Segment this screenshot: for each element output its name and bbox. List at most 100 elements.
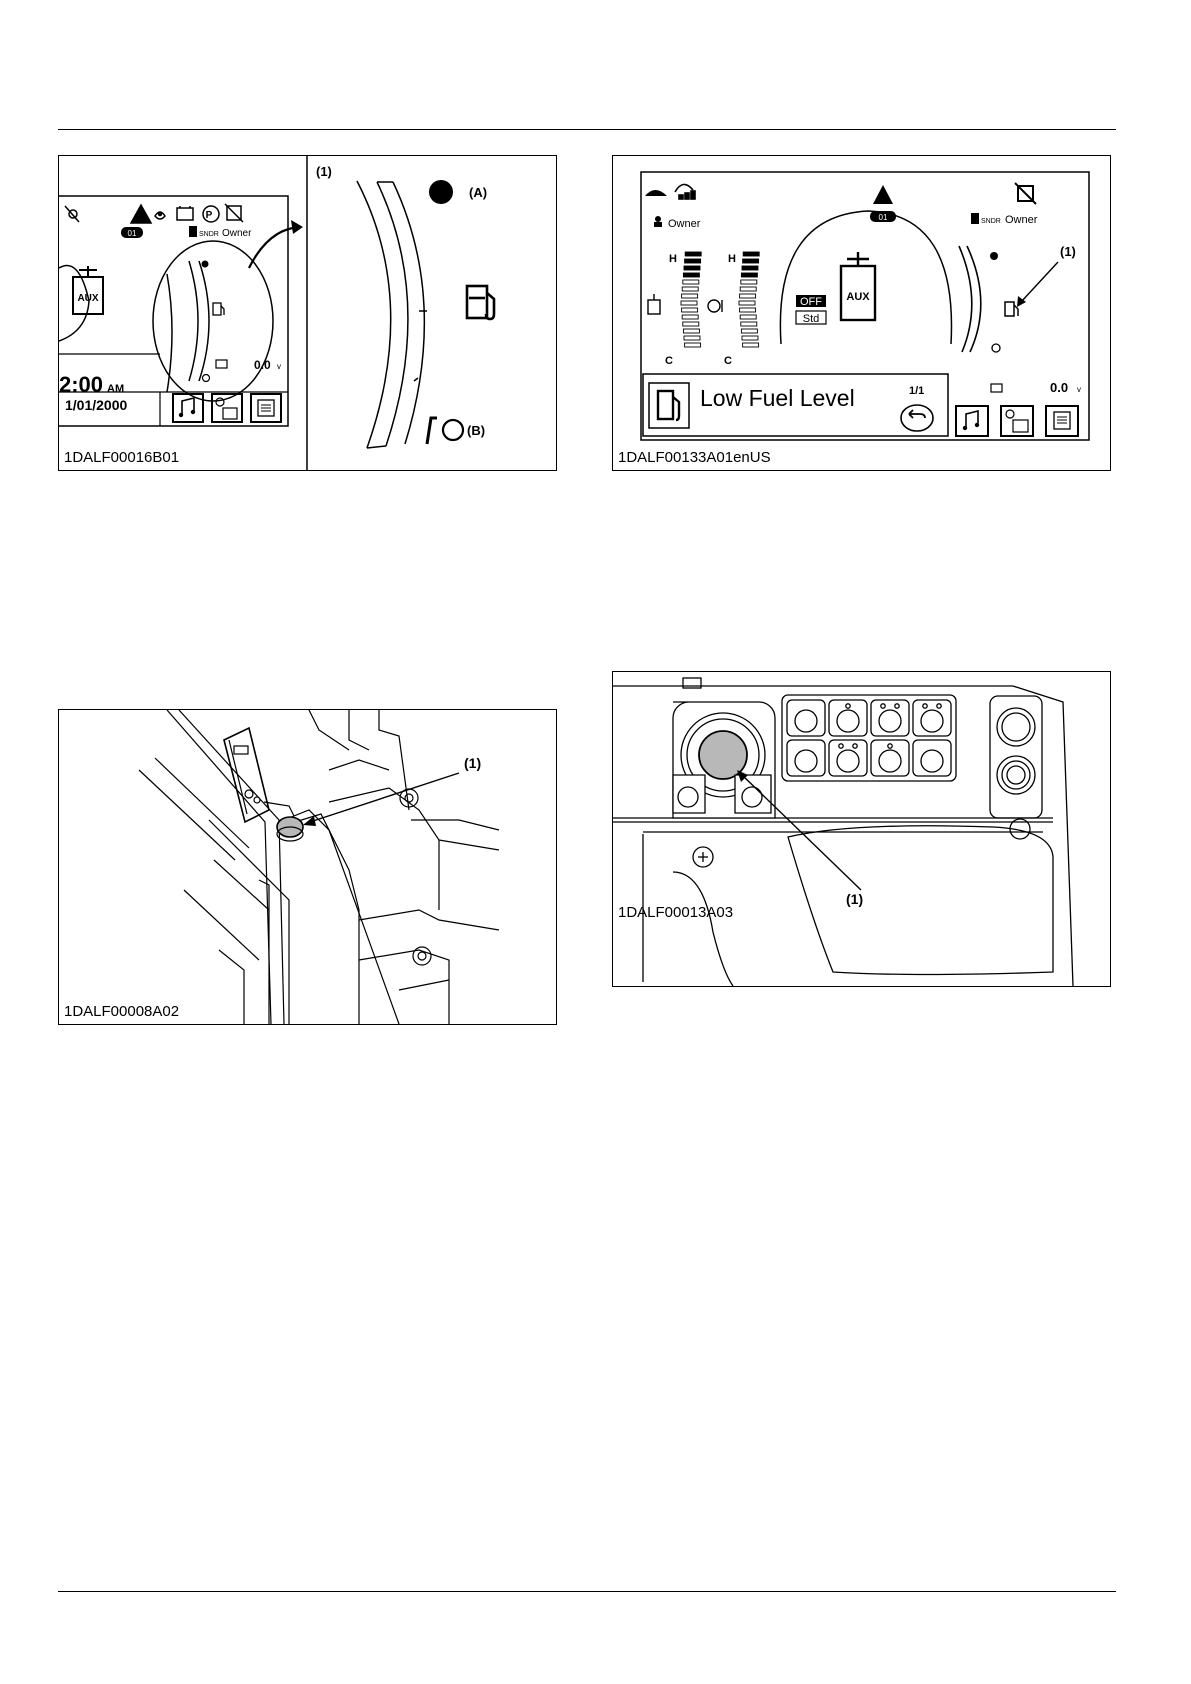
gauge-segment	[681, 301, 697, 305]
no-connection-icon	[65, 206, 79, 222]
sndr-label: SNDR	[981, 218, 1001, 225]
gauge-segment	[740, 287, 756, 291]
aux-label: AUX	[846, 291, 870, 303]
switch-button[interactable]	[871, 740, 909, 776]
svg-text:P: P	[206, 210, 213, 221]
figure-4-illustration: (1)	[613, 672, 1110, 986]
figure-4-caption: 1DALF00013A03	[618, 904, 733, 921]
svg-text:2:00: 2:00	[59, 372, 103, 397]
battery-icon-bottom	[991, 384, 1002, 392]
hydraulic-gauge-h: H	[669, 253, 677, 265]
off-label: OFF	[800, 296, 822, 308]
gauge-segment	[682, 315, 698, 319]
fuel-pump-icon-small	[213, 303, 224, 315]
gauge-segment	[741, 273, 757, 277]
menu-button[interactable]	[1046, 406, 1078, 436]
gauge-segment	[682, 308, 698, 312]
display-off-icon	[225, 204, 243, 222]
warning-code: 01	[879, 213, 888, 222]
switch-button[interactable]	[829, 700, 867, 736]
gauge-segment	[739, 301, 755, 305]
owner-left: Owner	[668, 218, 701, 230]
gauge-segment	[684, 336, 700, 340]
sndr-label: SNDR	[199, 231, 219, 238]
music-button[interactable]	[956, 406, 988, 436]
figure-control-panel-dial: (1) 1DALF00013A03	[612, 671, 1111, 987]
gauge-segment	[743, 343, 759, 347]
fuel-pump-message-icon	[649, 383, 689, 428]
display-off-icon	[1015, 183, 1036, 204]
gauge-segment	[741, 329, 757, 333]
meter-switch-button[interactable]	[1001, 406, 1033, 436]
coolant-gauge-c: C	[724, 355, 732, 367]
coolant-gauge-h: H	[728, 253, 736, 265]
document-icon	[189, 226, 197, 237]
gauge-segment	[740, 308, 756, 312]
figure-2-caption: 1DALF00133A01enUS	[618, 449, 771, 466]
gauge-segment	[742, 336, 758, 340]
figure-1-illustration: P 01 SNDR Owner AUX 2:00	[59, 156, 556, 470]
full-indicator	[429, 180, 453, 204]
switch-button[interactable]	[913, 700, 951, 736]
gauge-segment	[742, 266, 758, 270]
gauge-segment	[743, 259, 759, 263]
figure-1-caption: 1DALF00016B01	[64, 449, 179, 466]
callout-1-leader	[1021, 262, 1058, 302]
top-rule	[58, 129, 1116, 130]
message-page: 1/1	[909, 385, 924, 397]
coolant-temp-gauge	[739, 252, 759, 347]
gauge-segment	[682, 294, 698, 298]
gauge-segment	[683, 273, 699, 277]
bottom-rule	[58, 1591, 1116, 1592]
gauge-segment	[743, 252, 759, 256]
battery-icon	[177, 206, 193, 220]
owner-label: Owner	[222, 228, 252, 239]
fuel-pump-icon-gauge	[1005, 302, 1018, 316]
back-button[interactable]	[901, 405, 933, 431]
engine-oil-icon	[155, 212, 165, 219]
gauge-segment	[682, 287, 698, 291]
warning-icon	[873, 185, 893, 204]
voltage-value: 0.0	[1050, 380, 1068, 395]
gauge-segment	[683, 329, 699, 333]
figure-fuel-cap-location: (1) 1DALF00008A02	[58, 709, 557, 1025]
callout-1: (1)	[1060, 244, 1076, 259]
gauge-segment	[740, 294, 756, 298]
gauge-segment	[685, 343, 701, 347]
callout-b: (B)	[467, 423, 485, 438]
turtle-icon	[645, 190, 667, 196]
aux-icon	[841, 252, 875, 320]
gauge-segment	[683, 322, 699, 326]
hydraulic-gauge-c: C	[665, 355, 673, 367]
gauge-segment	[685, 259, 701, 263]
gauge-segment	[741, 280, 757, 284]
warning-code: 01	[128, 229, 137, 238]
speed-icon	[675, 184, 695, 199]
owner-right: Owner	[1005, 214, 1038, 226]
clock-time: 2:00	[59, 372, 103, 397]
callout-1: (1)	[464, 755, 481, 771]
switch-button[interactable]	[787, 700, 825, 736]
figure-fuel-gauge-detail: P 01 SNDR Owner AUX 2:00	[58, 155, 557, 471]
switch-button[interactable]	[871, 700, 909, 736]
switch-button[interactable]	[913, 740, 951, 776]
figure-3-caption: 1DALF00008A02	[64, 1003, 179, 1020]
std-label: Std	[803, 313, 820, 325]
document-icon	[971, 213, 979, 224]
callout-1-leader	[307, 773, 459, 823]
figure-low-fuel-screen: Owner 01 SNDR Owner H H C C OFF Std	[612, 155, 1111, 471]
switch-button[interactable]	[829, 740, 867, 776]
status-icon-row	[65, 204, 243, 223]
hydraulic-oil-icon	[648, 294, 660, 314]
message-text: Low Fuel Level	[700, 385, 855, 411]
callout-1: (1)	[846, 891, 863, 907]
switch-button[interactable]	[787, 740, 825, 776]
menu-button[interactable]	[251, 394, 281, 422]
voltage-unit: v	[1077, 385, 1081, 394]
user-icon	[655, 216, 661, 222]
gauge-segment	[685, 252, 701, 256]
aux-label: AUX	[77, 293, 98, 304]
voltage-unit: v	[277, 362, 281, 371]
coolant-icon	[708, 300, 722, 312]
fuel-pump-icon	[467, 286, 494, 319]
